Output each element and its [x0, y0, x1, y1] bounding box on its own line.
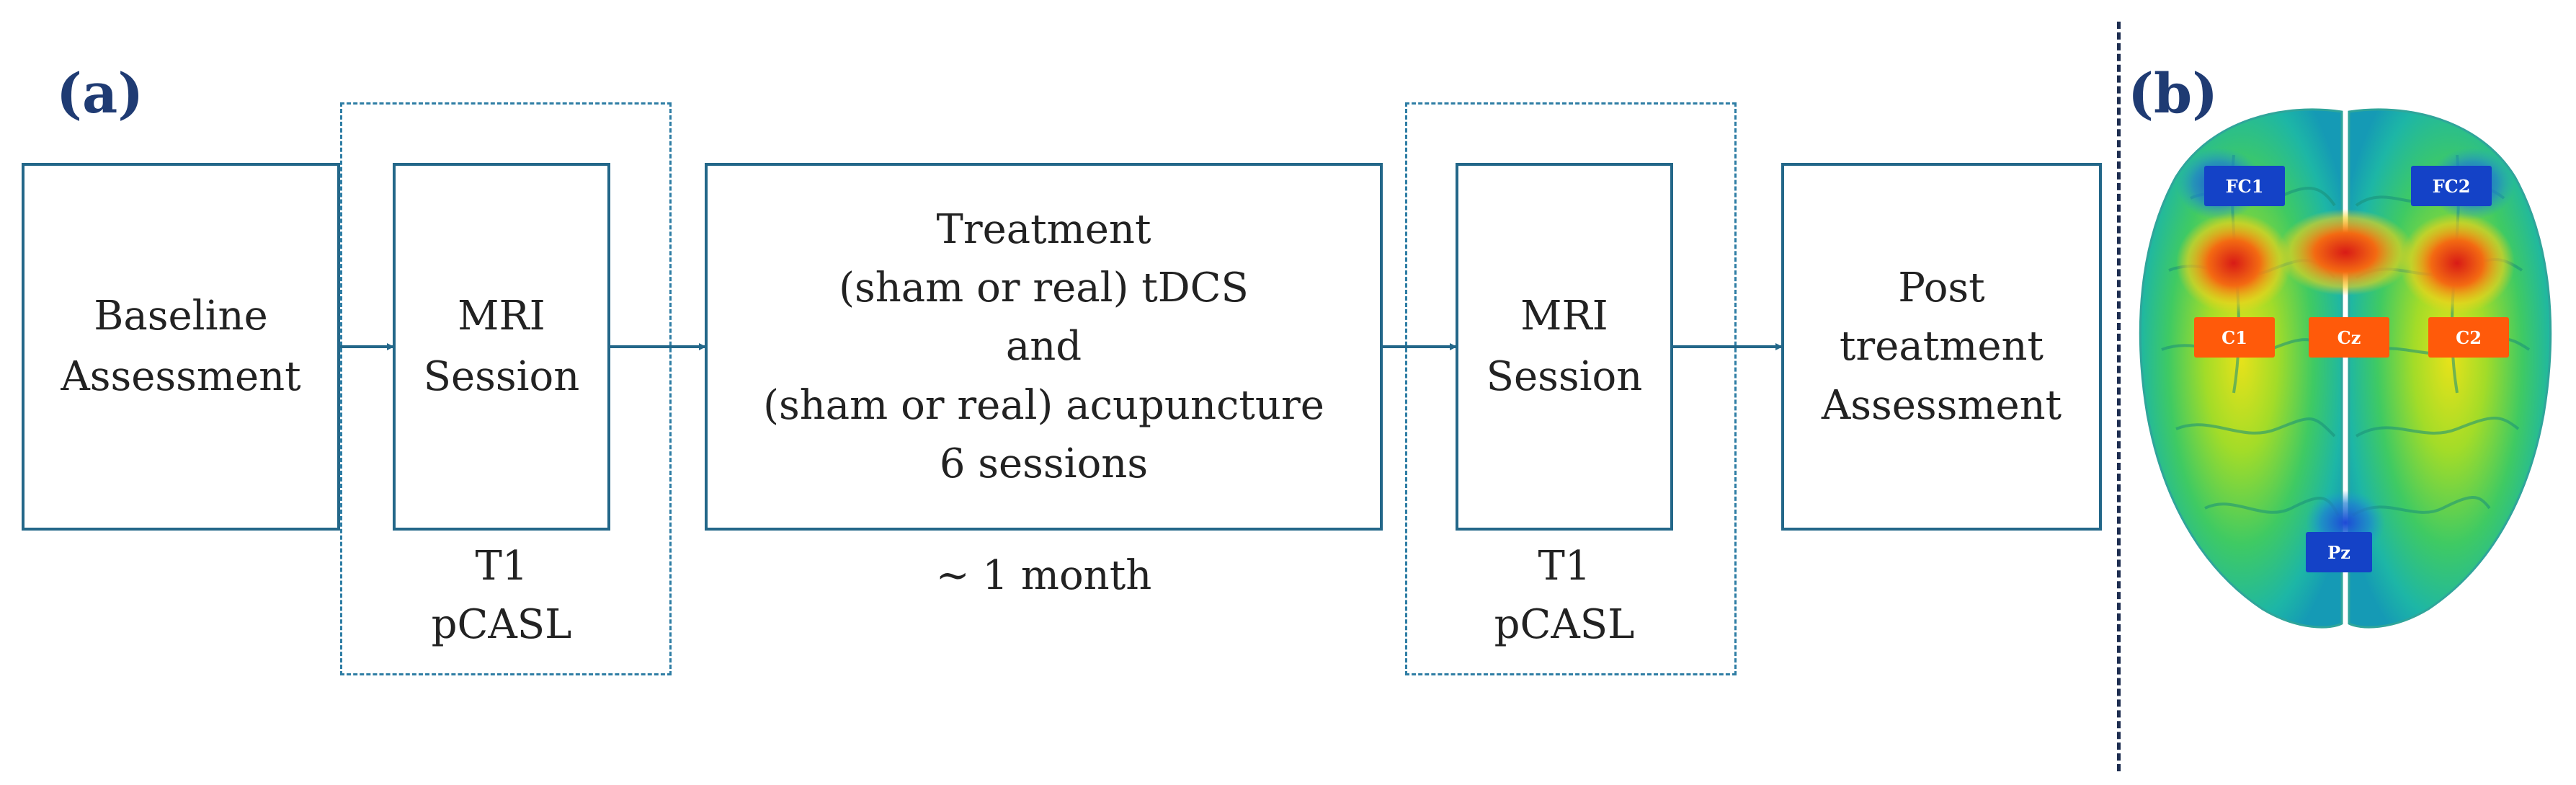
electrode-fc1: FC1 — [2204, 166, 2285, 206]
electrode-c1: C1 — [2194, 317, 2275, 358]
central-activation — [2277, 209, 2414, 296]
post-treatment-assessment-box: Post treatment Assessment — [1781, 163, 2102, 531]
treatment-box: Treatment (sham or real) tDCS and (sham … — [705, 163, 1383, 531]
mri-session-1-caption: T1 pCASL — [431, 543, 572, 649]
right-motor-activation — [2399, 213, 2515, 314]
baseline-assessment-box: Baseline Assessment — [22, 163, 340, 531]
electrode-pz: Pz — [2306, 532, 2372, 572]
electrode-cz: Cz — [2309, 317, 2389, 358]
treatment-duration-caption: ~ 1 month — [935, 552, 1152, 599]
mri-session-1-box: MRI Session — [393, 163, 610, 531]
baseline-assessment-text: Baseline Assessment — [61, 293, 301, 400]
mri-session-2-caption: T1 pCASL — [1494, 543, 1635, 649]
panel-b-label: (b) — [2128, 61, 2219, 125]
post-treatment-assessment-text: Post treatment Assessment — [1821, 265, 2062, 429]
mri2-dashed-group — [1405, 102, 1737, 675]
mri-session-2-box: MRI Session — [1456, 163, 1673, 531]
mri-session-1-text: MRI Session — [423, 293, 580, 400]
electrode-c2: C2 — [2428, 317, 2509, 358]
panel-divider — [2117, 22, 2121, 771]
electrode-fc2: FC2 — [2411, 166, 2492, 206]
panel-a-label: (a) — [56, 61, 144, 125]
mri1-dashed-group — [340, 102, 672, 675]
mri-session-2-text: MRI Session — [1486, 293, 1643, 400]
treatment-text: Treatment (sham or real) tDCS and (sham … — [763, 206, 1324, 487]
left-motor-activation — [2176, 213, 2291, 314]
